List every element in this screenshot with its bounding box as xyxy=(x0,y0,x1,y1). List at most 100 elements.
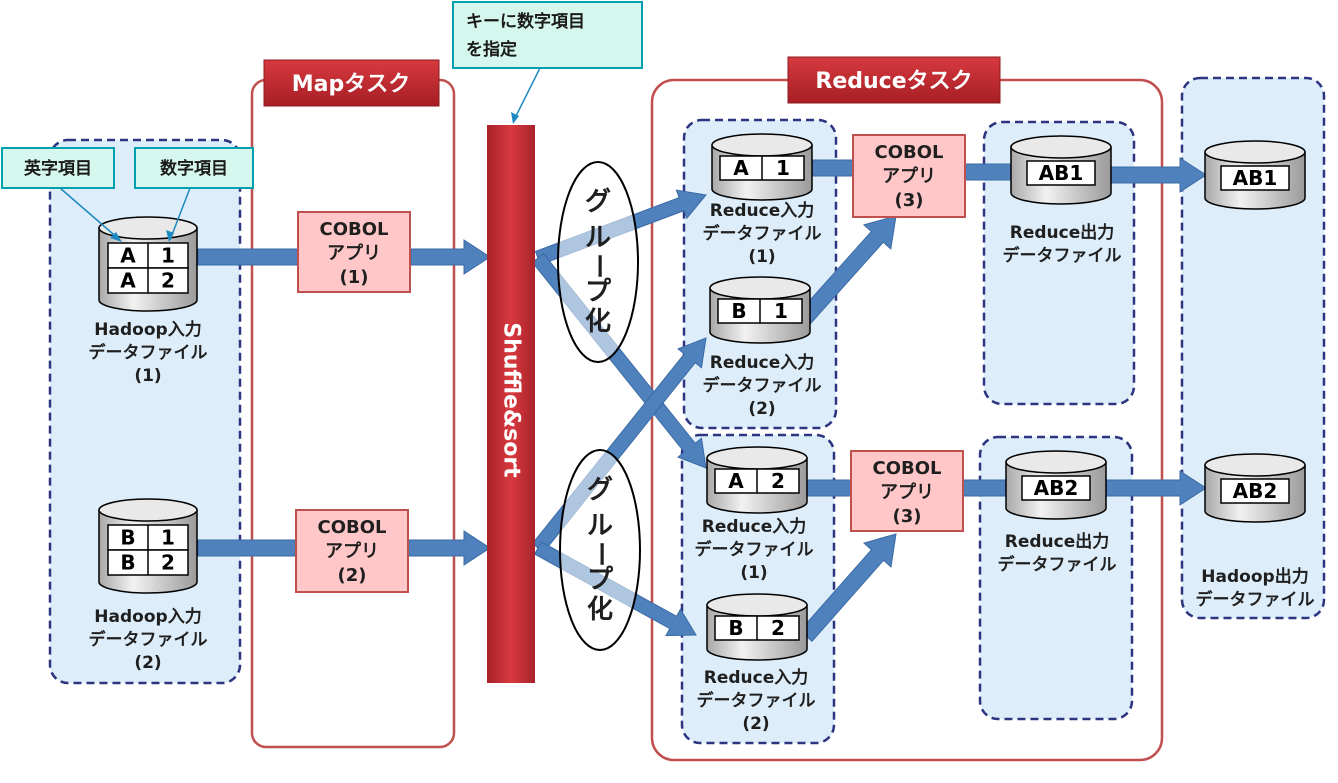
output-value: AB1 xyxy=(1233,166,1278,190)
caption-line: データファイル xyxy=(703,223,822,244)
caption-line: Hadoop入力 xyxy=(94,319,201,340)
map-task-tag: Mapタスク xyxy=(263,59,440,107)
caption-line: データファイル xyxy=(998,554,1117,575)
caption-line: データファイル xyxy=(695,539,814,560)
file-cell-value: B xyxy=(120,526,135,550)
grouping-char: プ xyxy=(585,277,612,307)
file-cell-value: B xyxy=(728,616,743,640)
grouping-char: ー xyxy=(583,253,613,279)
caption-line: データファイル xyxy=(697,690,816,711)
file-cell-value: A xyxy=(120,244,136,268)
callout-key-spec-line2: を指定 xyxy=(466,39,517,60)
hadoop-output-ab2: AB2 xyxy=(1204,453,1306,523)
file-cell-value: B xyxy=(731,299,746,323)
file-cell-value: 2 xyxy=(161,269,175,293)
arrow-input2-to-map-cobol xyxy=(197,539,297,557)
caption-line: データファイル xyxy=(1003,245,1122,266)
grouping-char: プ xyxy=(587,565,614,595)
reduce-task-tag: Reduceタスク xyxy=(787,56,1001,104)
caption-line: Hadoop出力 xyxy=(1201,566,1308,587)
caption-line: (2) xyxy=(134,653,161,673)
caption-line: データファイル xyxy=(89,629,208,650)
output-value: AB2 xyxy=(1034,476,1079,500)
shuffle-label: Shuffle&sort xyxy=(499,322,524,478)
grouping-char: 化 xyxy=(585,307,611,337)
caption-line: Hadoop入力 xyxy=(94,606,201,627)
map-task-frame xyxy=(250,78,456,749)
file-cell-value: 1 xyxy=(161,526,175,550)
output-value: AB1 xyxy=(1039,161,1084,185)
arrow-a2-to-reduce-cobol2 xyxy=(805,479,853,497)
caption-line: (1) xyxy=(740,563,767,583)
grouping-char: 化 xyxy=(587,595,613,625)
map-task-title: Mapタスク xyxy=(292,72,411,97)
callout-numeric-label: 数字項目 xyxy=(160,158,228,179)
caption-line: Reduce出力 xyxy=(1005,531,1110,552)
cobol-id: (3) xyxy=(893,506,922,527)
arrow-output2-to-hadoop xyxy=(1105,470,1207,506)
caption-line: (1) xyxy=(134,366,161,386)
cobol-id: (1) xyxy=(340,267,369,288)
file-cell-value: A xyxy=(733,156,749,180)
arrow-b2-to-reduce-cobol2 xyxy=(799,533,897,643)
file-cell-value: 1 xyxy=(774,299,788,323)
file-cell-value: 2 xyxy=(771,469,785,493)
callout-alpha-label: 英字項目 xyxy=(24,158,92,179)
hadoop-output-ab1: AB1 xyxy=(1204,140,1306,210)
caption-line: (2) xyxy=(748,399,775,419)
caption-line: Reduce入力 xyxy=(710,352,815,373)
cobol-label: アプリ xyxy=(880,481,934,503)
file-cell-value: 2 xyxy=(771,616,785,640)
arrow-reduce-cobol1-to-output xyxy=(963,163,1013,181)
cobol-label: アプリ xyxy=(325,540,379,562)
grouping-char: グ xyxy=(587,475,613,505)
caption-line: Reduce入力 xyxy=(702,516,807,537)
file-cell-value: A xyxy=(120,269,136,293)
reduce-task-title: Reduceタスク xyxy=(815,69,972,94)
caption-line: Reduce入力 xyxy=(710,200,815,221)
caption-line: Reduce出力 xyxy=(1010,222,1115,243)
caption-line: データファイル xyxy=(89,342,208,363)
arrow-reduce-cobol2-to-output xyxy=(961,479,1009,497)
cobol-apps: COBOLアプリ(1)COBOLアプリ(2)COBOLアプリ(3)COBOLアプ… xyxy=(295,134,966,593)
grouping-char: ル xyxy=(587,511,613,541)
caption-line: データファイル xyxy=(703,375,822,396)
file-cell-value: B xyxy=(120,551,135,575)
callout-key-spec: キーに数字項目 を指定 xyxy=(452,1,643,124)
cobol-label: COBOL xyxy=(319,219,388,240)
file-cell-value: A xyxy=(728,469,744,493)
grouping-char: グ xyxy=(585,187,611,217)
cobol-id: (3) xyxy=(895,190,924,211)
file-cell-value: 1 xyxy=(776,156,790,180)
output-value: AB2 xyxy=(1233,479,1278,503)
arrow-map-cobol2-to-shuffle xyxy=(407,530,491,566)
caption-line: (2) xyxy=(742,714,769,734)
caption-line: Reduce入力 xyxy=(704,667,809,688)
cobol-label: COBOL xyxy=(874,142,943,163)
reduce-output-ab1: AB1 xyxy=(1010,135,1112,205)
reduce-output-ab2: AB2 xyxy=(1005,450,1107,520)
grouping-char: ー xyxy=(585,541,615,567)
arrow-map-cobol1-to-shuffle xyxy=(410,239,491,275)
shuffle-sort-bar: Shuffle&sort xyxy=(487,125,535,683)
arrow-input1-to-map-cobol xyxy=(197,248,299,266)
